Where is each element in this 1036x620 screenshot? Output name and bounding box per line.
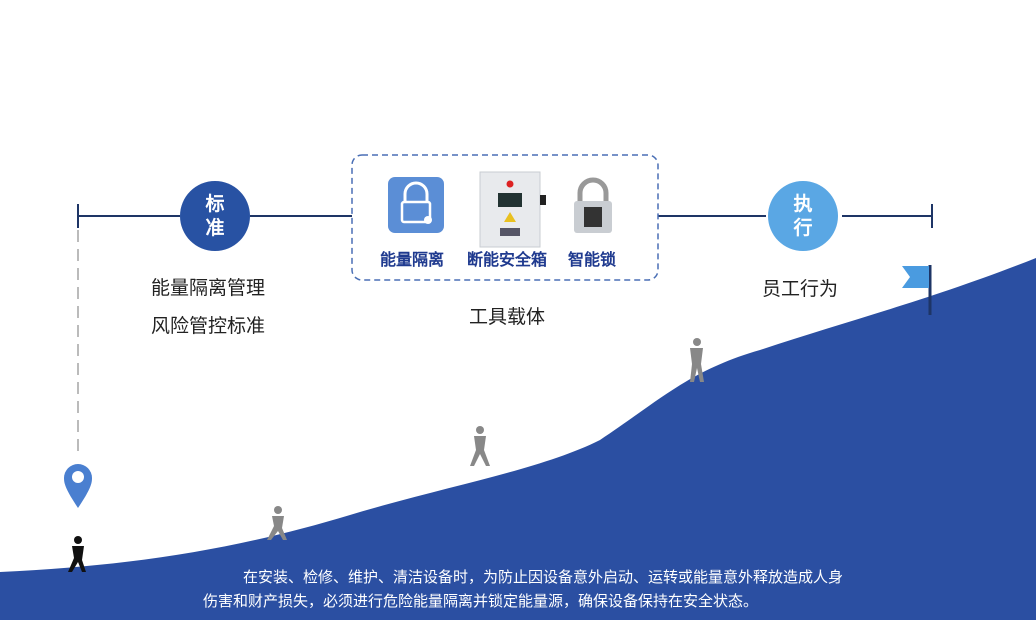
timeline-line [77,204,933,228]
mountain-slope [0,258,1036,620]
safety-box-icon [479,171,546,248]
tool-label-energy-isolation: 能量隔离 [380,250,445,269]
tools-caption: 工具载体 [469,306,546,328]
smart-lock-icon [574,177,612,233]
hiker-icon [470,426,490,466]
hiker-icon [267,506,287,540]
standard-line-2: 风险管控标准 [151,315,266,337]
tool-label-smart-lock: 智能锁 [568,250,617,269]
execution-char: 执 [793,193,813,215]
standard-char: 标 [205,193,225,215]
flag-icon [902,265,932,315]
tools-box [351,154,659,281]
execution-circle: 执 行 [768,181,838,251]
hiker-icon [690,338,704,382]
standard-char: 准 [205,217,225,239]
description-line-2: 伤害和财产损失，必须进行危险能量隔离并锁定能量源，确保设备保持在安全状态。 [203,592,759,610]
energy-isolation-icon [388,177,444,233]
execution-caption: 员工行为 [762,278,839,300]
standard-circle: 标 准 [180,181,250,251]
hiker-icon [68,536,86,572]
description-line-1: 在安装、检修、维护、清洁设备时，为防止因设备意外启动、运转或能量意外释放造成人身 [243,568,844,586]
standard-line-1: 能量隔离管理 [151,277,266,299]
execution-char: 行 [793,217,813,239]
location-pin-icon [64,464,92,508]
tool-label-safety-box: 断能安全箱 [467,250,548,269]
